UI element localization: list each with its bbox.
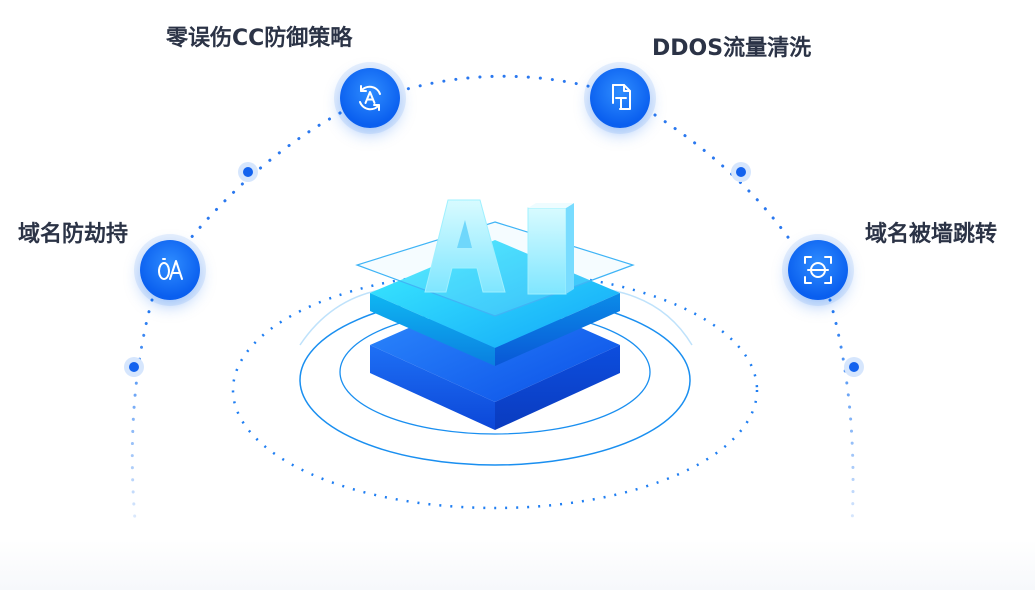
oa-icon [158, 258, 183, 280]
arc-right-lower [828, 298, 855, 527]
junction-dot [736, 167, 746, 177]
face-scan-icon [804, 256, 832, 284]
label-wall: 域名被墙跳转 [865, 222, 998, 247]
node-zero-fp-cc [340, 68, 400, 128]
arc-left-lower [130, 298, 154, 522]
junction-dot [243, 167, 253, 177]
ai-stack-icon [355, 199, 635, 430]
ring-arc [299, 289, 381, 346]
label-hijack: 域名防劫持 [18, 222, 129, 247]
refresh-a-icon [359, 85, 381, 111]
label-zero-fp-cc: 零误伤CC防御策略 [166, 26, 353, 51]
junction-dots [124, 162, 864, 377]
arc-left-upper [183, 111, 342, 247]
node-wall [788, 240, 848, 300]
arc-right-upper [653, 113, 792, 242]
ring-arc [609, 289, 693, 346]
outer-dotted-ring [231, 270, 759, 510]
label-ddos: DDOS流量清洗 [652, 36, 812, 61]
node-hijack [140, 240, 200, 300]
node-ddos [590, 68, 650, 128]
arc-top [338, 74, 622, 115]
junction-dot [849, 362, 859, 372]
bottom-fade [0, 540, 1035, 590]
junction-dot [129, 362, 139, 372]
document-t-icon [612, 84, 631, 110]
